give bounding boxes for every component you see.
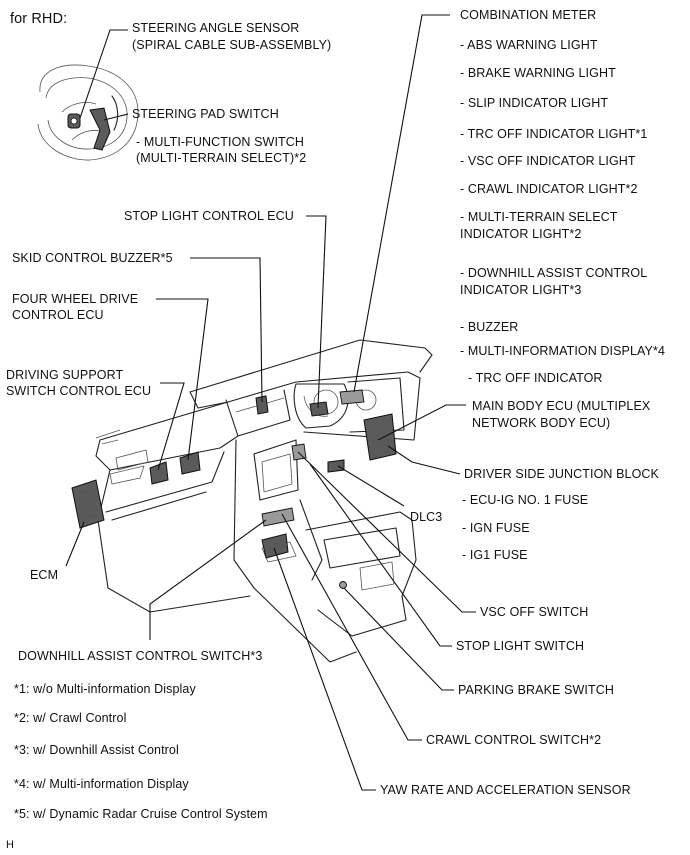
junction-block-part bbox=[363, 413, 397, 461]
leader-steering-pad-switch bbox=[103, 113, 129, 121]
multi-function-switch-label: - MULTI-FUNCTION SWITCH bbox=[136, 135, 305, 149]
driver-side-junction-block-label: DRIVER SIDE JUNCTION BLOCK bbox=[464, 467, 659, 481]
vsc-off-switch-label: VSC OFF SWITCH bbox=[480, 605, 589, 619]
leader-stop-light-switch bbox=[309, 463, 452, 647]
dlc3-label: DLC3 bbox=[410, 510, 443, 524]
meter-item: - TRC OFF INDICATOR bbox=[468, 371, 603, 385]
meter-item: - CRAWL INDICATOR LIGHT*2 bbox=[460, 182, 638, 196]
steering-pad-switch-label: STEERING PAD SWITCH bbox=[132, 107, 279, 121]
leader-lines bbox=[65, 14, 476, 791]
variant-label: for RHD: bbox=[10, 11, 68, 27]
crawl-control-switch-label: CRAWL CONTROL SWITCH*2 bbox=[426, 733, 602, 747]
stop-light-control-ecu-label: STOP LIGHT CONTROL ECU bbox=[124, 209, 294, 223]
steering-pad-switch-part bbox=[89, 107, 111, 151]
fuse-item: - ECU-IG NO. 1 FUSE bbox=[462, 493, 589, 507]
fuse-item: - IG1 FUSE bbox=[462, 548, 528, 562]
meter-item: - TRC OFF INDICATOR LIGHT*1 bbox=[460, 127, 648, 141]
leader-parking-brake-switch bbox=[343, 587, 454, 691]
leader-vsc-off-switch bbox=[297, 451, 476, 613]
stop-light-switch-label: STOP LIGHT SWITCH bbox=[456, 639, 585, 653]
ecm-label: ECM bbox=[30, 568, 59, 582]
downhill-switch-part bbox=[261, 507, 295, 527]
multi-function-switch-sublabel: (MULTI-TERRAIN SELECT)*2 bbox=[136, 151, 307, 165]
driving-support-ecu-label: DRIVING SUPPORT bbox=[6, 368, 124, 382]
dlc3-part bbox=[327, 459, 345, 473]
main-body-ecu-label: MAIN BODY ECU (MULTIPLEX bbox=[472, 399, 651, 413]
downhill-assist-switch-label: DOWNHILL ASSIST CONTROL SWITCH*3 bbox=[18, 649, 263, 663]
combination-meter-part bbox=[339, 389, 365, 405]
leader-steering-angle-sensor bbox=[79, 29, 128, 119]
leader-stop-light-ecu bbox=[306, 215, 327, 409]
leader-yaw-rate-sensor bbox=[273, 547, 376, 791]
parking-brake-switch-part bbox=[339, 581, 347, 589]
four-wheel-drive-ecu-sublabel: CONTROL ECU bbox=[12, 308, 104, 322]
corner-mark: H bbox=[6, 839, 15, 851]
four-wheel-drive-ecu-part bbox=[179, 451, 201, 475]
dashboard-outline bbox=[95, 339, 433, 663]
meter-item: - BRAKE WARNING LIGHT bbox=[460, 66, 616, 80]
footnote: *5: w/ Dynamic Radar Cruise Control Syst… bbox=[14, 807, 268, 821]
fuse-item: - IGN FUSE bbox=[462, 521, 530, 535]
combination-meter-label: COMBINATION METER bbox=[460, 8, 597, 22]
meter-item: - VSC OFF INDICATOR LIGHT bbox=[460, 154, 636, 168]
leader-driving-support-ecu bbox=[157, 382, 185, 471]
footnote: *3: w/ Downhill Assist Control bbox=[14, 743, 179, 757]
leader-combination-meter bbox=[353, 14, 450, 393]
four-wheel-drive-ecu-label: FOUR WHEEL DRIVE bbox=[12, 292, 139, 306]
skid-control-buzzer-part bbox=[255, 395, 269, 415]
leader-crawl-control-switch bbox=[281, 513, 422, 741]
leader-ecm bbox=[65, 521, 85, 567]
meter-item: - SLIP INDICATOR LIGHT bbox=[460, 96, 609, 110]
driving-support-ecu-sublabel: SWITCH CONTROL ECU bbox=[6, 384, 152, 398]
parts bbox=[71, 389, 397, 589]
leader-downhill-switch bbox=[149, 519, 267, 640]
footnote: *2: w/ Crawl Control bbox=[14, 711, 127, 725]
meter-item: INDICATOR LIGHT*3 bbox=[460, 283, 582, 297]
leader-four-wheel-drive-ecu bbox=[156, 298, 209, 461]
meter-item: - BUZZER bbox=[460, 320, 519, 334]
steering-angle-sensor-label: STEERING ANGLE SENSOR bbox=[132, 21, 300, 35]
leader-dlc3 bbox=[337, 465, 405, 507]
meter-item: INDICATOR LIGHT*2 bbox=[460, 227, 582, 241]
skid-control-buzzer-label: SKID CONTROL BUZZER*5 bbox=[12, 251, 173, 265]
meter-item: - MULTI-TERRAIN SELECT bbox=[460, 210, 618, 224]
driving-support-ecu-part bbox=[149, 461, 169, 485]
parking-brake-switch-label: PARKING BRAKE SWITCH bbox=[458, 683, 614, 697]
steering-wheel-inset bbox=[37, 64, 139, 161]
main-body-ecu-sublabel: NETWORK BODY ECU) bbox=[472, 416, 611, 430]
footnote: *4: w/ Multi-information Display bbox=[14, 777, 189, 791]
stop-light-ecu-part bbox=[309, 401, 329, 417]
meter-item: - ABS WARNING LIGHT bbox=[460, 38, 598, 52]
meter-item: - DOWNHILL ASSIST CONTROL bbox=[460, 266, 648, 280]
leader-junction-block bbox=[387, 445, 461, 475]
steering-angle-sensor-sublabel: (SPIRAL CABLE SUB-ASSEMBLY) bbox=[132, 38, 332, 52]
footnote: *1: w/o Multi-information Display bbox=[14, 682, 196, 696]
meter-item: - MULTI-INFORMATION DISPLAY*4 bbox=[460, 344, 665, 358]
yaw-rate-sensor-label: YAW RATE AND ACCELERATION SENSOR bbox=[380, 783, 631, 797]
crawl-control-switch-part bbox=[261, 533, 289, 559]
leader-skid-buzzer bbox=[190, 257, 263, 403]
leader-main-body-ecu bbox=[377, 404, 466, 441]
ecm-part bbox=[71, 479, 105, 529]
